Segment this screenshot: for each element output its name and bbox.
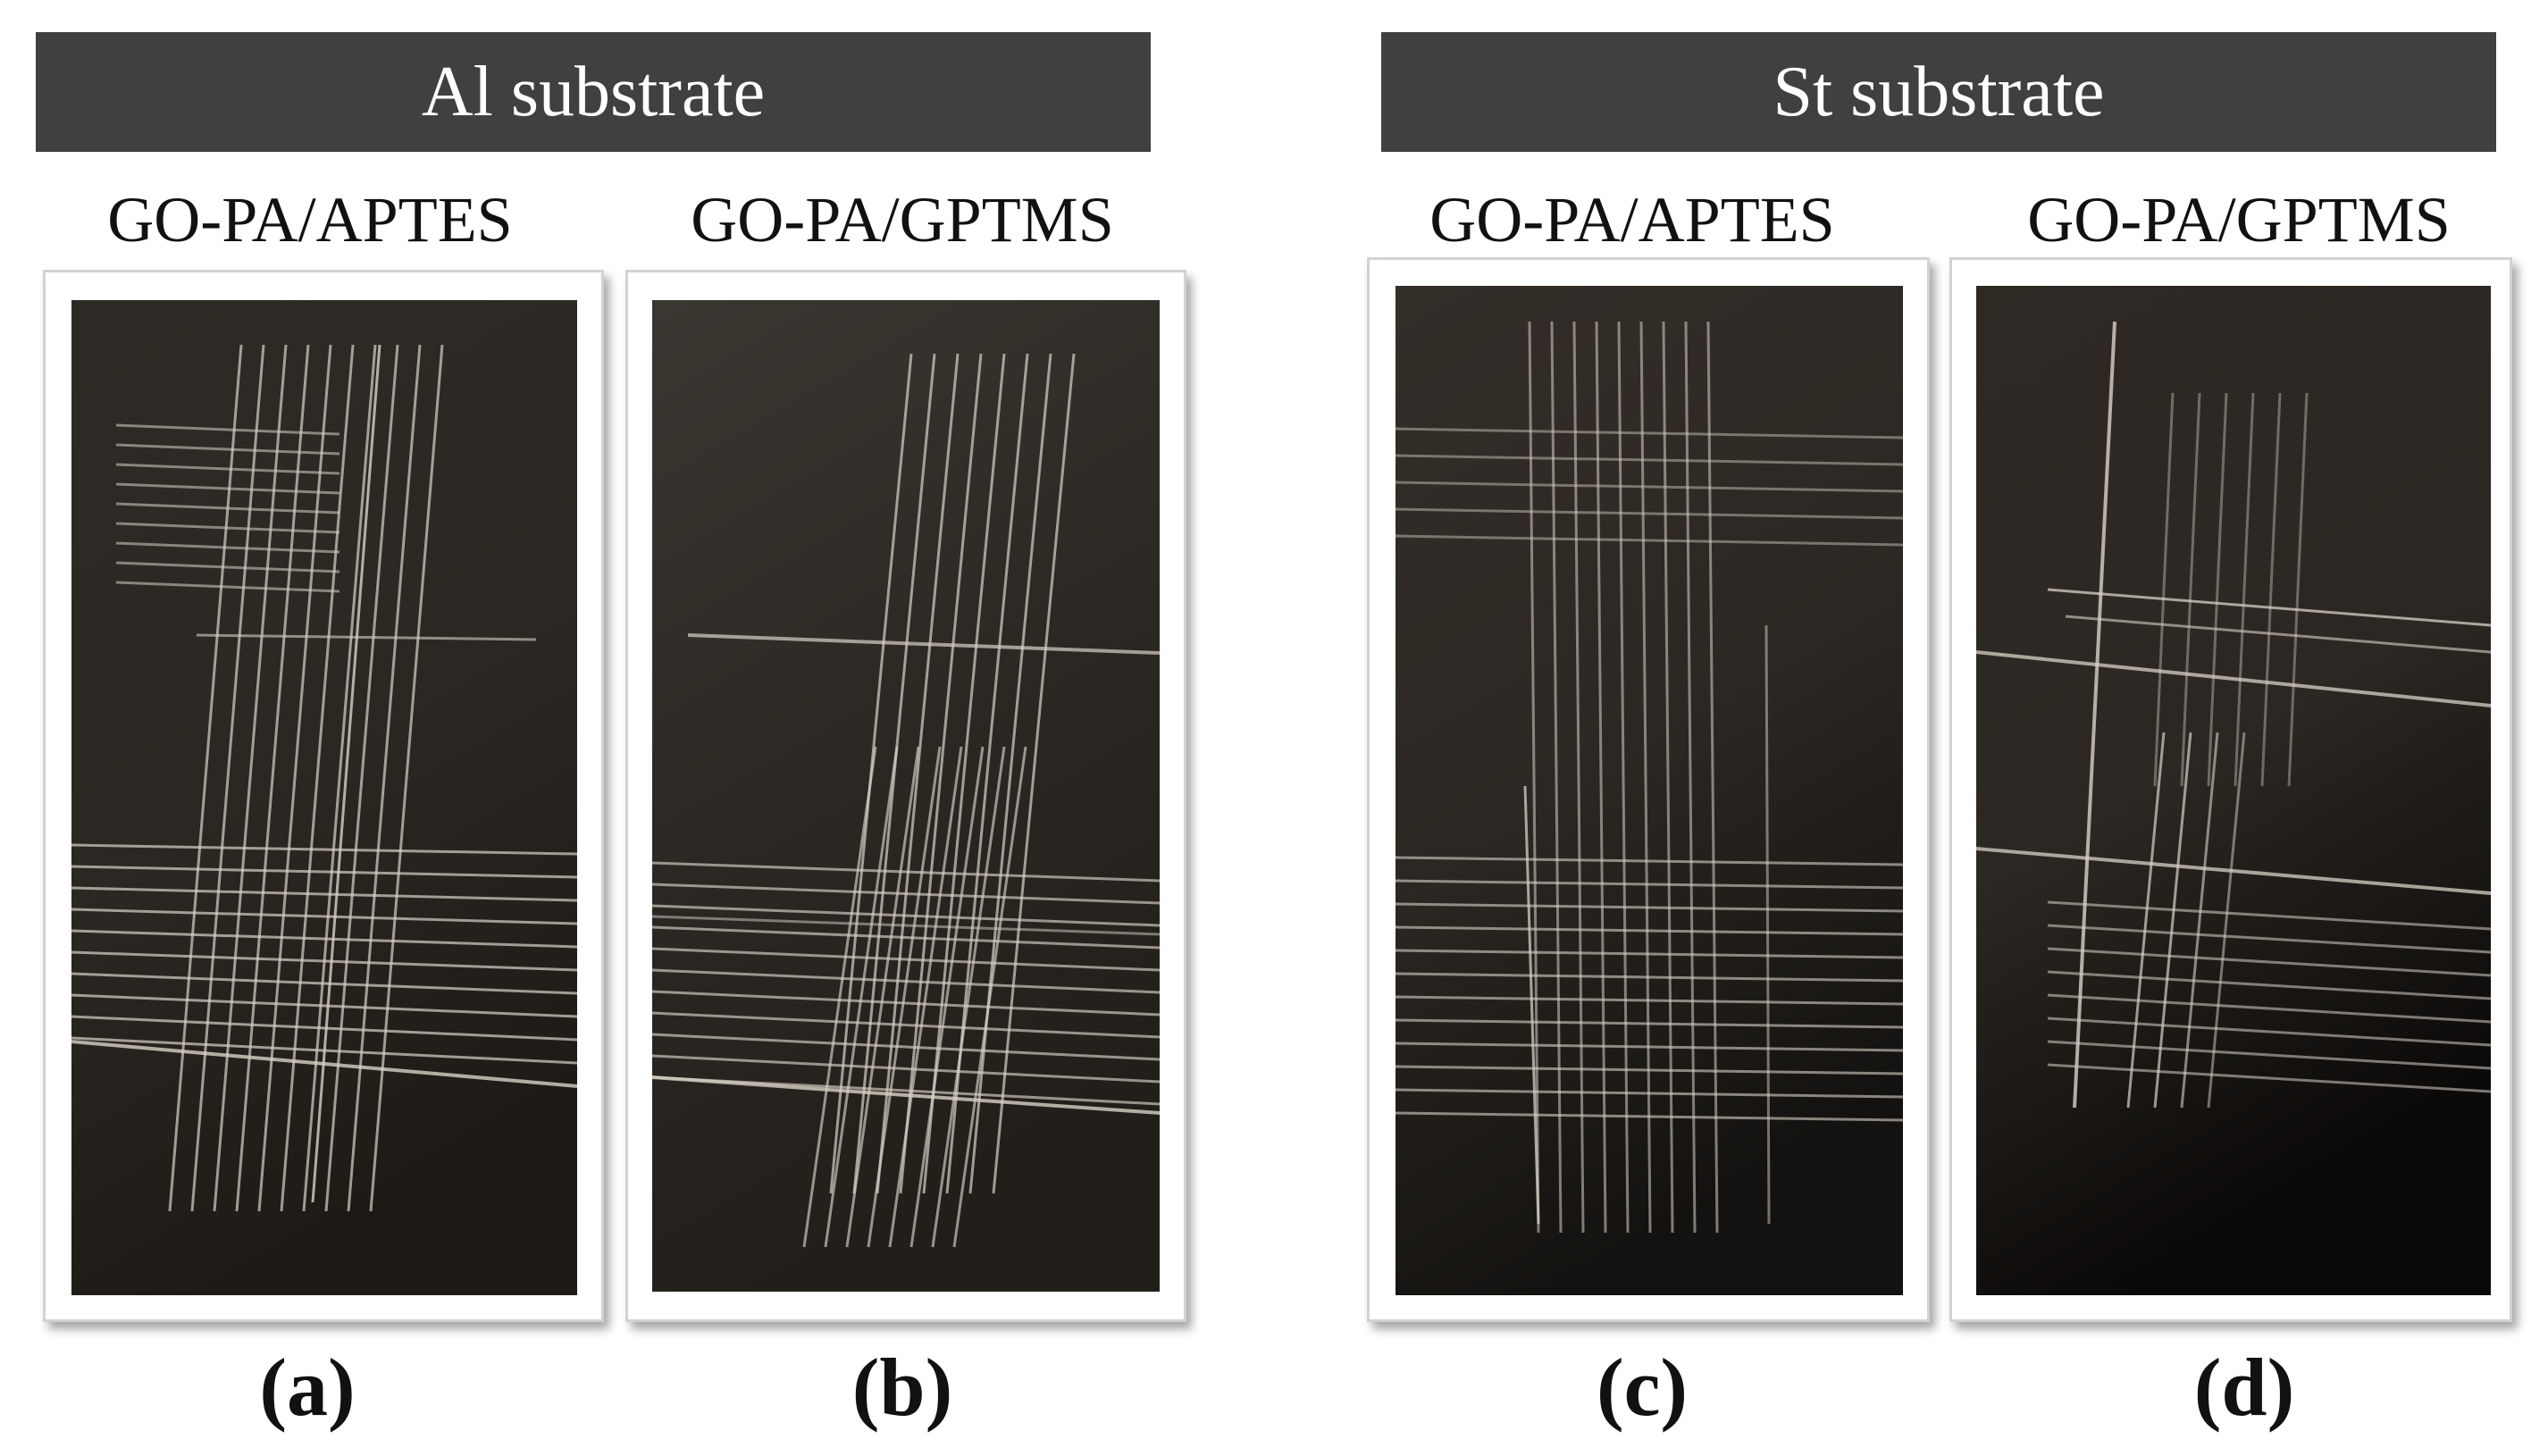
panel-a-letter: (a)	[259, 1342, 356, 1433]
panel-b-photo	[652, 300, 1160, 1292]
panel-c-letter: (c)	[1596, 1342, 1689, 1433]
panel-c-label: GO-PA/APTES	[1429, 184, 1835, 255]
panel-d-photo	[1976, 286, 2491, 1295]
panel-b-letter: (b)	[851, 1342, 953, 1433]
group-title: St substrate	[1773, 52, 2105, 131]
panel-b-label: GO-PA/GPTMS	[691, 184, 1114, 255]
panel-c-photo	[1396, 286, 1903, 1295]
panel-d-letter: (d)	[2193, 1342, 2295, 1433]
panel-a-photo	[71, 300, 577, 1295]
panel-d-label: GO-PA/GPTMS	[2027, 184, 2451, 255]
group-header-al: Al substrate	[36, 32, 1151, 152]
group-header-st: St substrate	[1381, 32, 2496, 152]
group-title: Al substrate	[421, 52, 766, 131]
panel-a-label: GO-PA/APTES	[107, 184, 513, 255]
